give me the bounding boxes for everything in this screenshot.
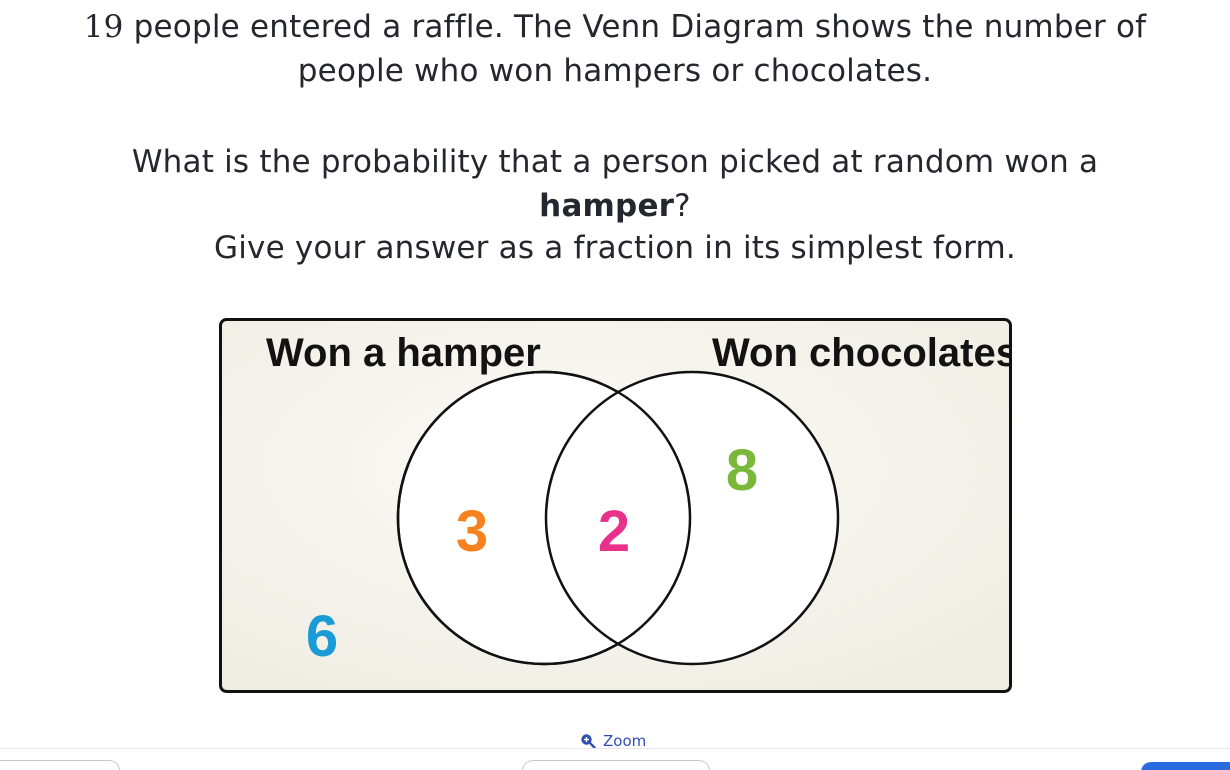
chocolates-set-label: Won chocolates <box>712 331 1012 375</box>
bottom-left-button[interactable] <box>0 760 120 770</box>
chocolates-circle <box>544 370 840 666</box>
question-intro-text: people entered a raffle. The Venn Diagra… <box>123 9 1147 45</box>
only-hamper-count: 3 <box>456 499 488 564</box>
zoom-label[interactable]: Zoom <box>603 732 647 750</box>
question-prompt-end: ? <box>674 188 691 224</box>
zoom-in-icon <box>581 734 596 749</box>
question-intro-text-2: people who won hampers or chocolates. <box>297 53 933 89</box>
bottom-center-button[interactable] <box>522 760 710 770</box>
question-prompt-text: What is the probability that a person pi… <box>131 144 1099 180</box>
question-intro: 19 people entered a raffle. The Venn Dia… <box>0 5 1230 93</box>
hamper-circle-outline <box>396 370 692 666</box>
question-instruction: Give your answer as a fraction in its si… <box>214 230 1016 266</box>
question-prompt-emphasis: hamper <box>539 188 675 224</box>
total-people-number: 19 <box>83 9 124 45</box>
question-prompt: What is the probability that a person pi… <box>0 140 1230 228</box>
venn-svg: Won a hamper Won chocolates 3 2 8 6 <box>219 318 1012 693</box>
both-count: 2 <box>598 499 630 564</box>
only-chocolates-count: 8 <box>726 438 758 503</box>
venn-diagram: Won a hamper Won chocolates 3 2 8 6 <box>219 318 1012 693</box>
footer-divider <box>0 748 1230 749</box>
neither-count: 6 <box>306 604 338 669</box>
bottom-right-primary-button[interactable] <box>1141 762 1230 770</box>
zoom-button[interactable]: Zoom <box>580 728 646 754</box>
hamper-set-label: Won a hamper <box>266 331 541 375</box>
